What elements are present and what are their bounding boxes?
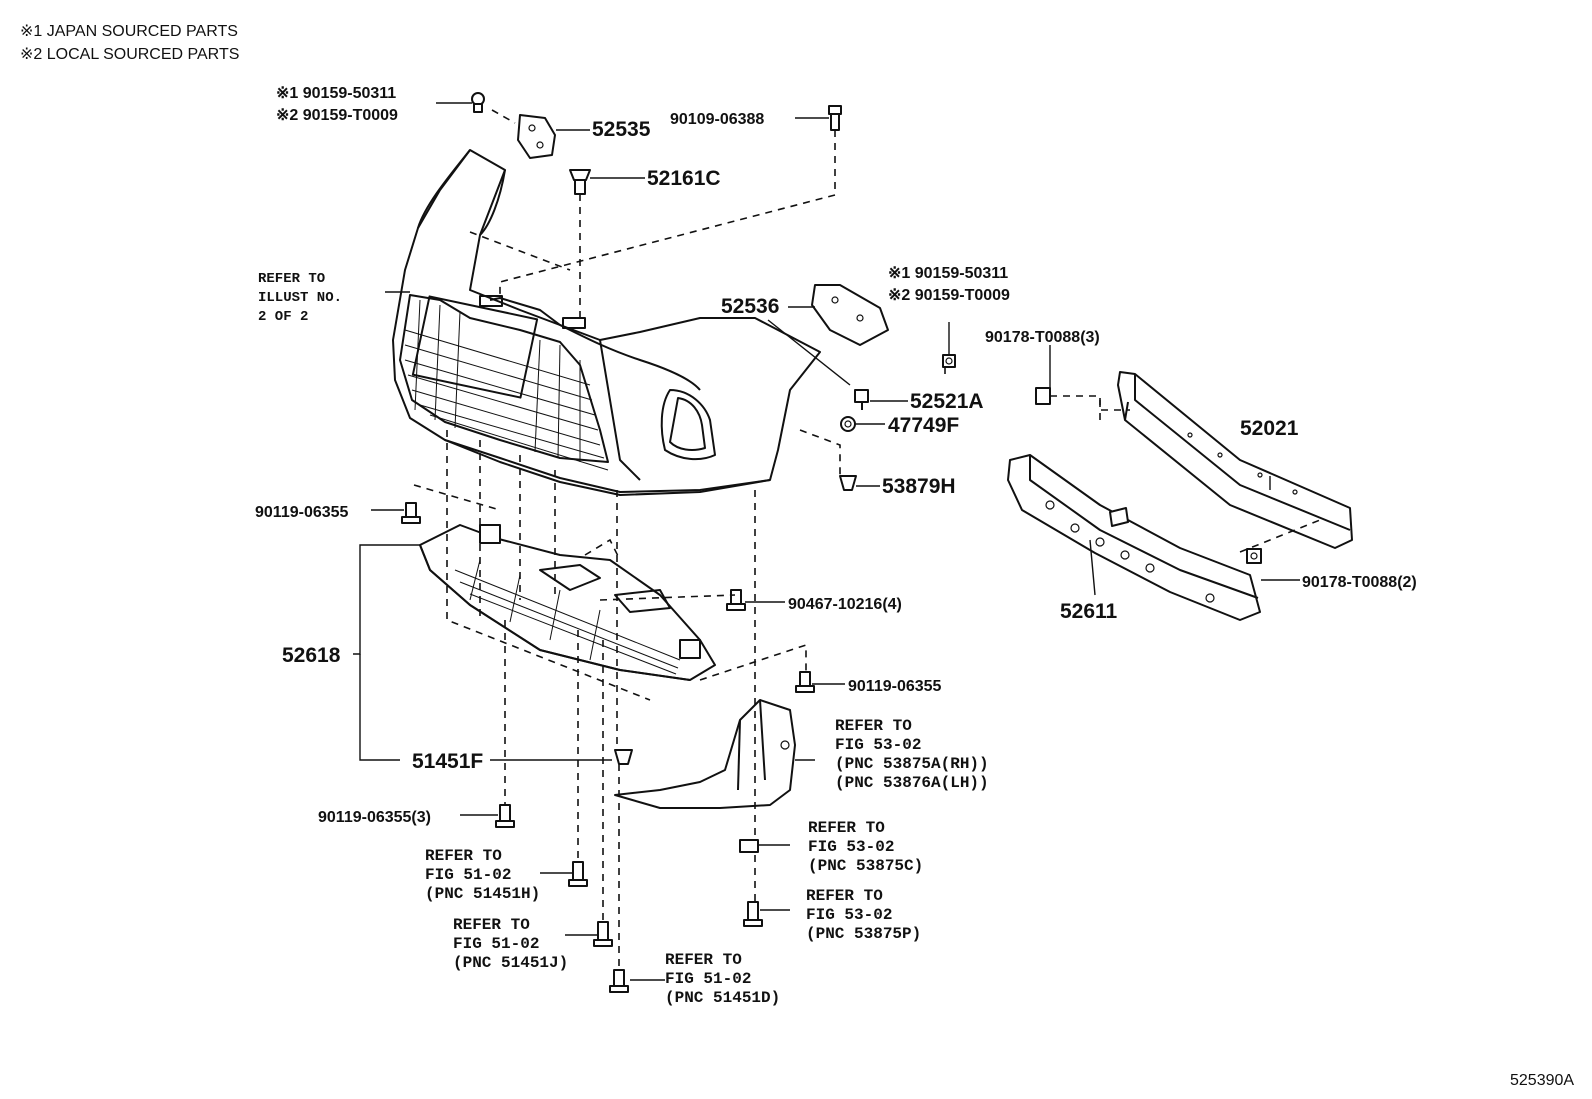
bolt-51451j — [593, 921, 613, 947]
label-90159-t0009-local-2: ※2 90159-T0009 — [888, 287, 1010, 304]
svg-text:(PNC 53875P): (PNC 53875P) — [806, 925, 921, 943]
clip-90467-10216 — [726, 589, 746, 611]
clip-52161c — [569, 169, 591, 195]
svg-text:REFER TO: REFER TO — [453, 916, 530, 934]
bolt-53875p — [743, 901, 763, 927]
refer-illust-2-of-2: REFER TO ILLUST NO. 2 OF 2 — [258, 271, 342, 325]
label-52536: 52536 — [721, 295, 779, 318]
label-90109-06388: 90109-06388 — [670, 111, 764, 128]
label-90119-06355-right: 90119-06355 — [848, 678, 942, 695]
label-52535: 52535 — [592, 118, 651, 141]
svg-text:(PNC 51451H): (PNC 51451H) — [425, 885, 540, 903]
leader-lines — [353, 102, 1300, 981]
label-52021: 52021 — [1240, 417, 1299, 440]
svg-text:FIG 51-02: FIG 51-02 — [425, 866, 511, 884]
clip-51451f — [614, 749, 633, 765]
label-52161c: 52161C — [647, 167, 721, 190]
svg-text:(PNC 53875C): (PNC 53875C) — [808, 857, 923, 875]
nut-90178-t0088-3 — [1035, 387, 1051, 405]
clip-52521a — [854, 389, 869, 410]
svg-text:ILLUST NO.: ILLUST NO. — [258, 290, 342, 306]
fender-liner-ref-53875a — [614, 699, 796, 809]
bolt-90159-50311-a — [471, 92, 485, 113]
front-bumper-cover — [392, 149, 821, 496]
bolt-51451h — [568, 861, 588, 887]
label-53879h: 53879H — [882, 475, 956, 498]
bolt-90119-06355-3 — [495, 804, 515, 828]
clip-53879h — [839, 475, 857, 491]
label-52611: 52611 — [1060, 600, 1118, 623]
reinforcement-52021 — [1117, 371, 1353, 549]
bolt-90109-06388 — [828, 105, 842, 131]
refer-fig-51-02-51451d: REFER TO FIG 51-02 (PNC 51451D) — [665, 951, 780, 1007]
svg-text:FIG 53-02: FIG 53-02 — [808, 838, 894, 856]
label-51451f: 51451F — [412, 750, 483, 773]
refer-fig-53-02-53875c: REFER TO FIG 53-02 (PNC 53875C) — [808, 819, 923, 875]
legend-local-sourced: ※2 LOCAL SOURCED PARTS — [20, 46, 239, 63]
legend-japan-sourced: ※1 JAPAN SOURCED PARTS — [20, 23, 238, 40]
label-90178-t0088-2: 90178-T0088(2) — [1302, 574, 1417, 591]
label-52521a: 52521A — [910, 390, 984, 413]
refer-fig-51-02-51451h: REFER TO FIG 51-02 (PNC 51451H) — [425, 847, 540, 903]
svg-text:(PNC 51451J): (PNC 51451J) — [453, 954, 568, 972]
svg-text:(PNC 53876A(LH)): (PNC 53876A(LH)) — [835, 774, 989, 792]
bolt-90119-06355-b — [795, 671, 815, 693]
label-90467-10216: 90467-10216(4) — [788, 596, 902, 613]
nut-90178-t0088-2 — [1246, 548, 1262, 564]
engine-under-cover-52618 — [419, 524, 716, 681]
bolt-90119-06355-a — [401, 502, 421, 524]
svg-text:(PNC 51451D): (PNC 51451D) — [665, 989, 780, 1007]
svg-text:FIG 53-02: FIG 53-02 — [806, 906, 892, 924]
energy-absorber-52611 — [1007, 454, 1261, 621]
svg-text:REFER TO: REFER TO — [665, 951, 742, 969]
label-90159-t0009-local: ※2 90159-T0009 — [276, 107, 398, 124]
label-90159-50311-japan-2: ※1 90159-50311 — [888, 265, 1008, 282]
label-52618: 52618 — [282, 644, 341, 667]
svg-text:FIG 53-02: FIG 53-02 — [835, 736, 921, 754]
nut-90159-50311-b — [942, 354, 956, 368]
svg-text:REFER TO: REFER TO — [806, 887, 883, 905]
svg-text:FIG 51-02: FIG 51-02 — [665, 970, 751, 988]
refer-fig-51-02-51451j: REFER TO FIG 51-02 (PNC 51451J) — [453, 916, 568, 972]
svg-text:REFER TO: REFER TO — [425, 847, 502, 865]
label-90119-06355-3: 90119-06355(3) — [318, 809, 431, 826]
assembly-lines — [413, 109, 1321, 970]
svg-text:(PNC 53875A(RH)): (PNC 53875A(RH)) — [835, 755, 989, 773]
diagram-code: 525390A — [1510, 1072, 1574, 1089]
refer-fig-53-02-53875a: REFER TO FIG 53-02 (PNC 53875A(RH)) (PNC… — [835, 717, 989, 792]
label-90159-50311-japan: ※1 90159-50311 — [276, 85, 396, 102]
clip-53875c — [739, 839, 759, 853]
bracket-52536 — [811, 284, 889, 346]
label-90119-06355-top: 90119-06355 — [255, 504, 349, 521]
svg-text:FIG 51-02: FIG 51-02 — [453, 935, 539, 953]
bracket-52535 — [517, 114, 556, 159]
svg-text:2 OF 2: 2 OF 2 — [258, 309, 308, 325]
bolt-51451d — [609, 969, 629, 993]
svg-text:REFER TO: REFER TO — [258, 271, 325, 287]
label-90178-t0088-3: 90178-T0088(3) — [985, 329, 1100, 346]
clip-47749f — [840, 416, 856, 432]
refer-fig-53-02-53875p: REFER TO FIG 53-02 (PNC 53875P) — [806, 887, 921, 943]
svg-text:REFER TO: REFER TO — [808, 819, 885, 837]
svg-text:REFER TO: REFER TO — [835, 717, 912, 735]
label-47749f: 47749F — [888, 414, 959, 437]
